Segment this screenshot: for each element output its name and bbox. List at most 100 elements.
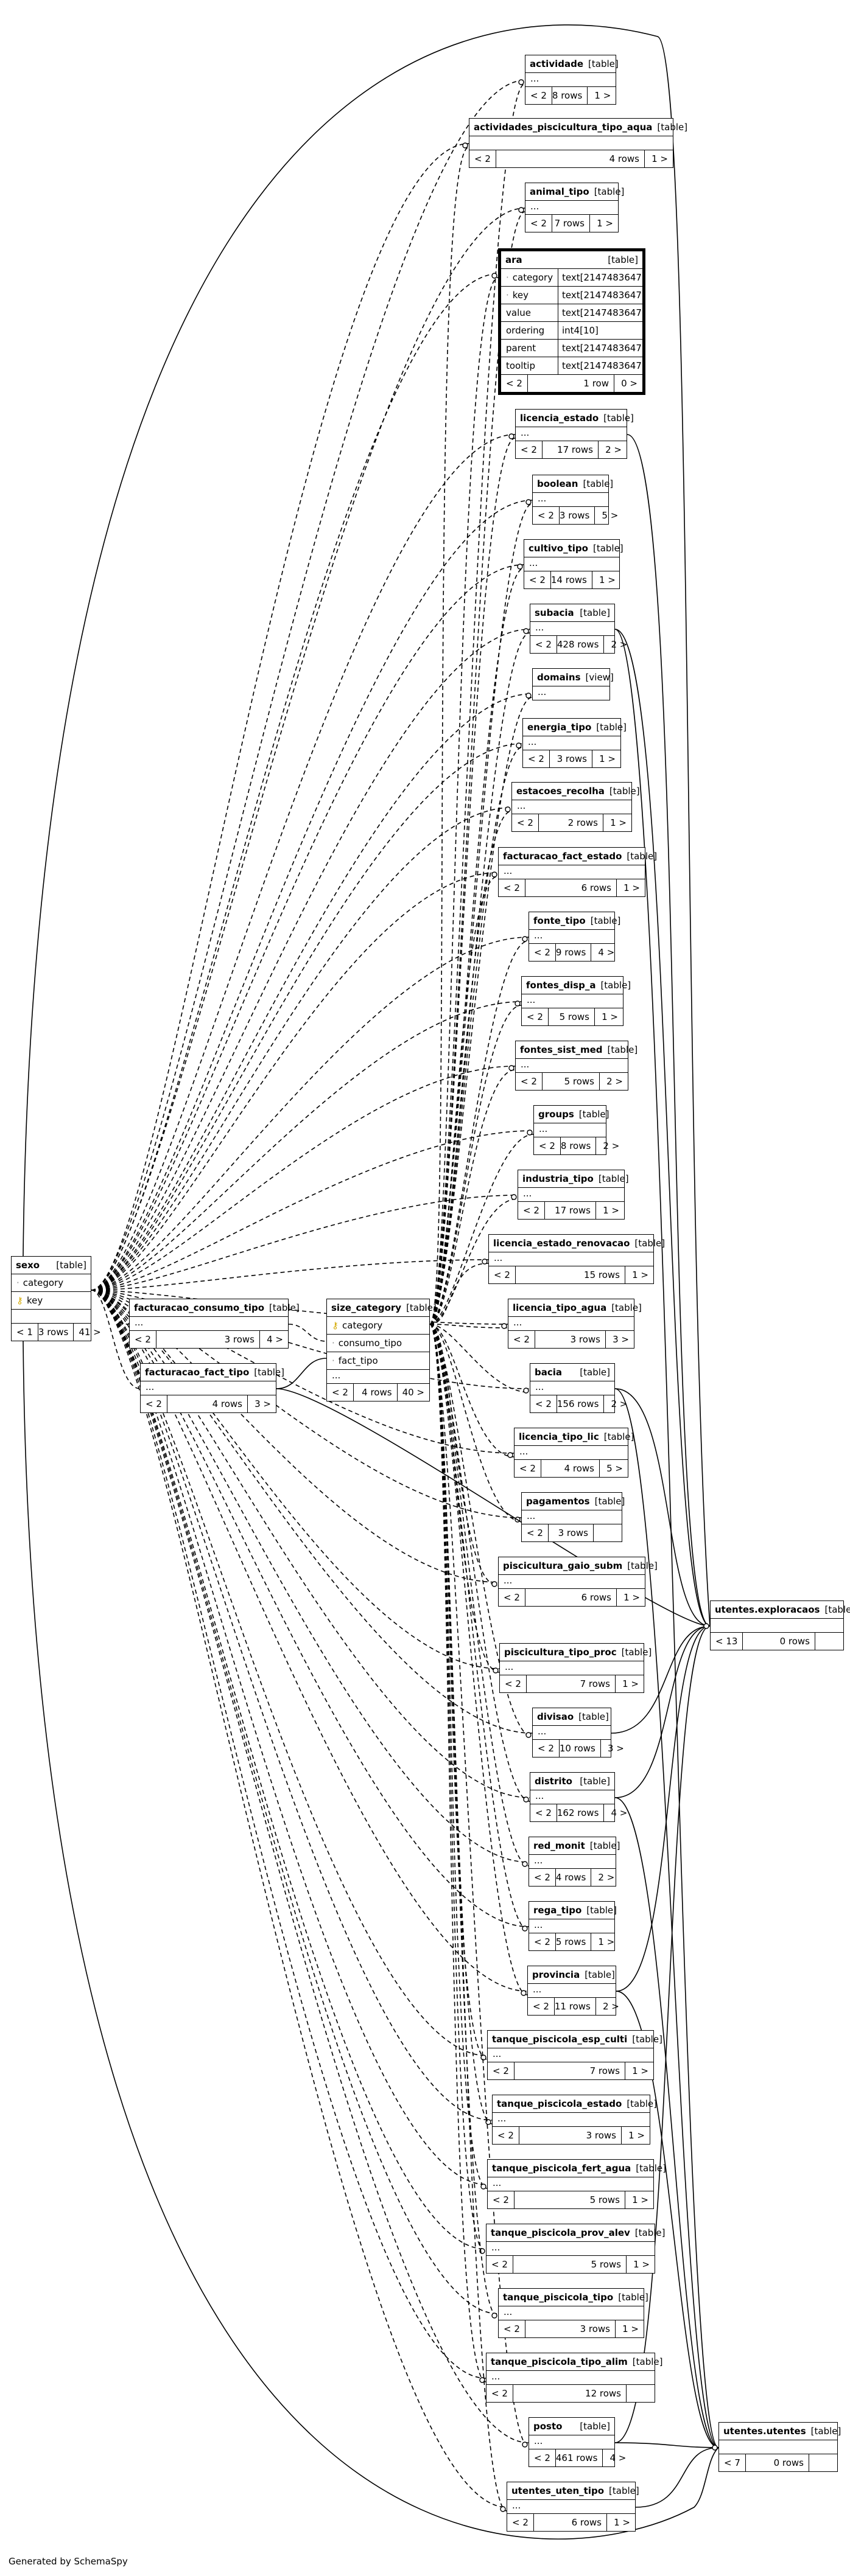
parents-count[interactable]: < 2: [469, 150, 496, 167]
column-row[interactable]: ·fact_tipo: [327, 1352, 429, 1370]
children-count[interactable]: 1 >: [628, 2130, 645, 2141]
children-count[interactable]: 2 >: [603, 1140, 620, 1151]
table-licencia-estado-renovacao[interactable]: licencia_estado_renovacao[table] ... < 2…: [488, 1234, 665, 1284]
children-count[interactable]: 1 >: [632, 2065, 648, 2076]
parents-count[interactable]: < 2: [525, 87, 552, 104]
parents-count[interactable]: < 2: [327, 1384, 354, 1401]
parents-count[interactable]: < 1: [12, 1324, 38, 1341]
children-count[interactable]: 0 >: [621, 378, 638, 389]
children-count[interactable]: 3 >: [613, 1334, 629, 1345]
table-size-category[interactable]: size_category[table] ⚷category ·consumo_…: [326, 1299, 437, 1401]
parents-count[interactable]: < 2: [522, 1008, 549, 1025]
parents-count[interactable]: < 2: [488, 2191, 515, 2208]
parents-count[interactable]: < 2: [486, 2256, 513, 2273]
table-utentes-exploracaos[interactable]: utentes.exploracaos[table] < 130 rows: [710, 1600, 850, 1650]
parents-count[interactable]: < 13: [711, 1633, 743, 1650]
parents-count[interactable]: < 2: [488, 2062, 515, 2079]
parents-count[interactable]: < 2: [130, 1331, 156, 1348]
column-row[interactable]: ⚷category: [327, 1317, 429, 1335]
parents-count[interactable]: < 2: [499, 2320, 525, 2337]
children-count[interactable]: 2 >: [611, 639, 628, 650]
table-tanque-piscicola-fert-agua[interactable]: tanque_piscicola_fert_agua[table] ... < …: [487, 2159, 666, 2209]
children-count[interactable]: 1 >: [594, 90, 611, 101]
children-count[interactable]: 2 >: [611, 1398, 628, 1409]
parents-count[interactable]: < 2: [529, 1869, 556, 1886]
children-count[interactable]: 3 >: [255, 1398, 271, 1409]
parents-count[interactable]: < 2: [523, 750, 550, 767]
children-count[interactable]: 4 >: [598, 947, 615, 958]
children-count[interactable]: 4 >: [609, 2452, 627, 2463]
children-count[interactable]: 1 >: [599, 574, 616, 585]
table-tanque-piscicola-prov-alev[interactable]: tanque_piscicola_prov_alev[table] ... < …: [486, 2224, 666, 2274]
parents-count[interactable]: < 2: [499, 879, 525, 896]
parents-count[interactable]: < 2: [529, 2449, 556, 2466]
children-count[interactable]: [815, 1633, 843, 1650]
children-count[interactable]: 1 >: [632, 1269, 648, 1280]
children-count[interactable]: 1 >: [623, 882, 640, 893]
children-count[interactable]: 2 >: [605, 444, 622, 455]
table-actividades-piscicultura-tipo-aqua[interactable]: actividades_piscicultura_tipo_aqua[table…: [469, 118, 687, 168]
children-count[interactable]: 5 >: [602, 510, 619, 521]
children-count[interactable]: 1 >: [633, 2259, 650, 2270]
parents-count[interactable]: < 2: [533, 1740, 560, 1757]
parents-count[interactable]: < 2: [533, 507, 560, 524]
parents-count[interactable]: < 2: [512, 814, 539, 831]
children-count[interactable]: [627, 2385, 655, 2402]
parents-count[interactable]: < 2: [522, 1524, 549, 1541]
children-count[interactable]: 1 >: [614, 2517, 630, 2528]
column-row[interactable]: ⚷key: [12, 1292, 91, 1310]
parents-count[interactable]: < 2: [524, 571, 551, 588]
column-row[interactable]: ·category: [12, 1274, 91, 1292]
children-count[interactable]: 2 >: [606, 1076, 623, 1087]
children-count[interactable]: 1 >: [598, 1936, 615, 1947]
children-count[interactable]: 1 >: [599, 753, 616, 764]
table-tanque-piscicola-esp-culti[interactable]: tanque_piscicola_esp_culti[table] ... < …: [487, 2030, 662, 2080]
parents-count[interactable]: < 2: [515, 1460, 541, 1477]
view-domains[interactable]: domains[view] ...: [532, 668, 614, 700]
parents-count[interactable]: < 2: [508, 1331, 535, 1348]
parents-count[interactable]: < 2: [530, 1395, 557, 1412]
parents-count[interactable]: < 2: [528, 1998, 555, 2015]
table-tanque-piscicola-tipo-alim[interactable]: tanque_piscicola_tipo_alim[table] ... < …: [486, 2353, 662, 2403]
parents-count[interactable]: < 2: [530, 1804, 557, 1821]
parents-count[interactable]: < 2: [493, 2127, 519, 2144]
parents-count[interactable]: < 2: [516, 1073, 543, 1090]
children-count[interactable]: 1 >: [610, 817, 627, 828]
parents-count[interactable]: < 2: [529, 1933, 556, 1950]
parents-count[interactable]: < 7: [719, 2454, 746, 2471]
parents-count[interactable]: < 2: [534, 1137, 561, 1154]
parents-count[interactable]: < 2: [529, 944, 556, 961]
children-count[interactable]: 1 >: [603, 1205, 619, 1216]
children-count[interactable]: 1 >: [597, 218, 613, 229]
